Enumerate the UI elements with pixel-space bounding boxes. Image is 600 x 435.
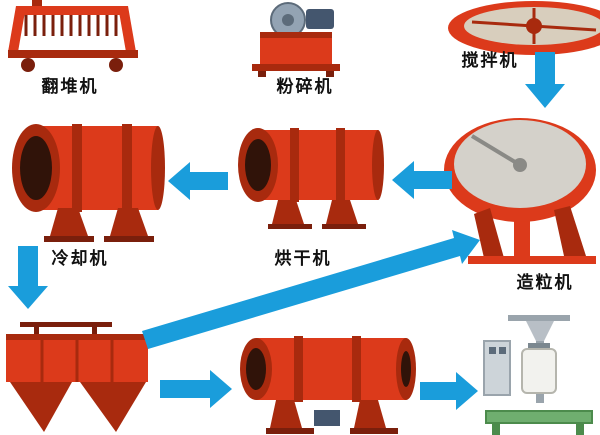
cooler-machine [0, 108, 165, 243]
packing-machine-icon [483, 315, 593, 435]
cooler-icon [12, 124, 165, 242]
granulator-machine [438, 108, 598, 266]
screening-machine [0, 320, 155, 435]
crusher-icon [252, 2, 340, 77]
packing-machine [478, 315, 600, 435]
mixer-label: 搅拌机 [461, 51, 519, 71]
compost-turner-label: 翻堆机 [41, 77, 99, 97]
cooler-label: 冷却机 [51, 249, 109, 269]
granulator-icon [444, 118, 596, 264]
dryer-label: 烘干机 [274, 249, 332, 269]
crusher-label: 粉碎机 [276, 77, 334, 97]
mixer-machine [442, 0, 600, 58]
compost-turner-icon [8, 0, 138, 72]
screening-machine-icon [6, 322, 148, 432]
dryer-icon [238, 128, 384, 229]
compost-turner-machine [8, 0, 138, 78]
coating-drum-icon [240, 336, 416, 434]
arrow-screener-to-drum [160, 370, 232, 408]
granulator-label: 造粒机 [516, 273, 574, 293]
coating-drum-machine [232, 328, 422, 435]
mixer-icon [448, 1, 600, 55]
arrow-drum-to-packer [420, 372, 478, 410]
dryer-machine [228, 118, 388, 230]
crusher-machine [238, 0, 353, 78]
arrow-dryer-to-cooler [168, 162, 228, 200]
